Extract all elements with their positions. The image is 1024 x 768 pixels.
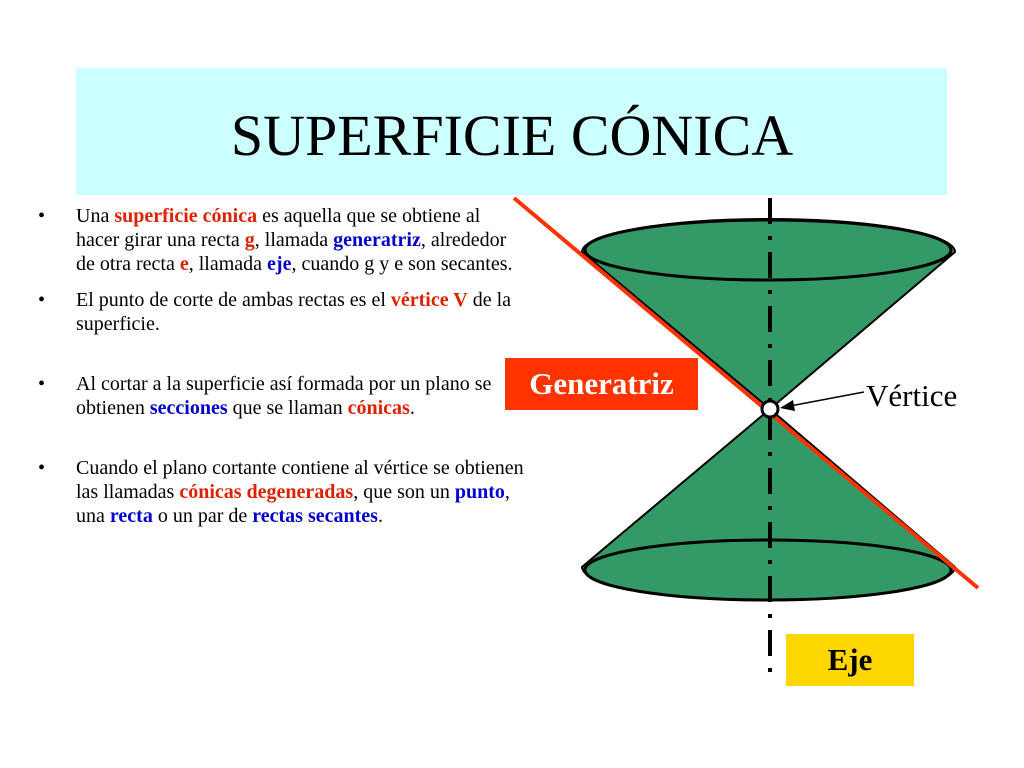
bullet-item: • El punto de corte de ambas rectas es e… [38,288,528,336]
emphasized-term: eje [267,253,292,275]
bullet-item: • Al cortar a la superficie así formada … [38,372,528,420]
bullet-text-run: El punto de corte de ambas rectas es el [76,289,391,311]
bullet-text-run: Al cortar a la superficie así formada po… [76,373,492,419]
bullet-item: • Una superficie cónica es aquella que s… [38,204,528,276]
vertex-point [760,399,780,419]
bullet-text-run: es aquella que se obtiene al hacer girar… [76,205,481,251]
emphasized-term: punto [454,481,505,503]
emphasized-term: recta [109,505,153,527]
bullet-text-run: Una [76,205,115,227]
slide-title: SUPERFICIE CÓNICA [230,103,794,168]
bullet-marker: • [38,289,46,311]
emphasized-term: vértice V [390,289,468,311]
bullet-text-run: de la superficie. [76,289,511,335]
title-banner [76,68,947,195]
emphasized-term: cónicas degeneradas [179,481,354,503]
vertice-label: Vértice [866,378,958,413]
emphasized-term: secciones [149,397,228,419]
emphasized-term: e [179,253,189,275]
emphasized-term: rectas secantes [252,505,378,527]
bullet-item: • Cuando el plano cortante contiene al v… [38,456,528,528]
bullet-text-run: , llamada [188,253,268,275]
bullet-text-run: , que son un [353,481,455,503]
bullet-text: El punto de corte de ambas rectas es el … [76,289,511,335]
bullet-text-run: . [409,397,415,419]
bullet-text-run: que se llaman [227,397,348,419]
bullet-text: Al cortar a la superficie así formada po… [76,373,491,419]
bullet-text-run: Cuando el plano cortante contiene al vér… [76,457,524,503]
bullet-marker: • [38,457,46,479]
bullet-text-run: , una [76,481,510,527]
generatrix-line [512,196,980,590]
bullet-text-run: . [377,505,383,527]
vertex-pointer-line [789,391,865,407]
bullet-marker: • [38,373,46,395]
emphasized-term: superficie cónica [114,205,258,227]
generatriz-label: Generatriz [505,358,698,410]
bullet-text: Una superficie cónica es aquella que se … [76,205,513,275]
bullet-list: • Una superficie cónica es aquella que s… [38,204,528,528]
emphasized-term: cónicas [347,397,410,419]
bullet-text-run: o un par de [152,505,253,527]
bullet-text: Cuando el plano cortante contiene al vér… [76,457,524,527]
eje-label: Eje [786,634,914,686]
bullet-text-run: , alrededor de otra recta [76,229,507,275]
bullet-text-run: , cuando g y e son secantes. [291,253,513,275]
vertex-pointer-arrowhead [780,400,795,411]
emphasized-term: g [244,229,255,251]
bullet-marker: • [38,205,46,227]
emphasized-term: generatriz [333,229,421,251]
bullet-text-run: , llamada [254,229,334,251]
